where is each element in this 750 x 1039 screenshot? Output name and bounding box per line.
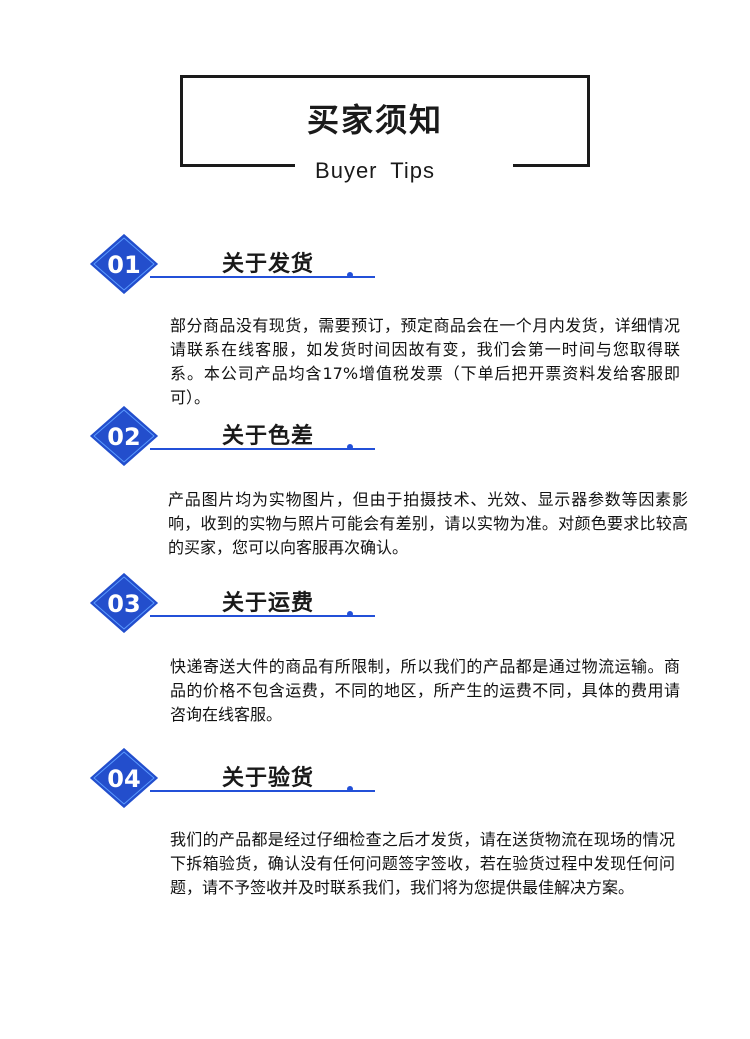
heading-underline [150,790,375,792]
title-frame [180,75,590,167]
section-body: 产品图片均为实物图片，但由于拍摄技术、光效、显示器参数等因素影响，收到的实物与照… [168,490,688,557]
page-title: 买家须知 [306,101,443,139]
frame-bottom-right-line [513,164,590,167]
section-number: 02 [107,423,140,451]
heading-underline [150,448,375,450]
underline-dot [347,272,353,278]
heading-underline [150,276,375,278]
section-heading: 关于色差 [222,424,315,449]
underline-dot [347,444,353,450]
section-heading: 关于发货 [222,252,315,277]
section-number-badge: 01 [90,234,160,294]
page-subtitle: Buyer Tips [315,158,435,183]
section-heading: 关于验货 [222,766,315,791]
frame-top-line [180,75,590,78]
heading-underline [150,615,375,617]
section-number-badge: 02 [90,406,160,466]
frame-bottom-left-line [180,164,295,167]
section-number-badge: 04 [90,748,160,808]
section-heading: 关于运费 [222,591,315,616]
section-number: 04 [107,765,140,793]
underline-dot [347,611,353,617]
underline-dot [347,786,353,792]
section-body: 快递寄送大件的商品有所限制，所以我们的产品都是通过物流运输。商品的价格不包含运费… [170,657,680,724]
section-number-badge: 03 [90,573,160,633]
section-number: 01 [107,251,140,279]
section-body: 我们的产品都是经过仔细检查之后才发货，请在送货物流在现场的情况下拆箱验货，确认没… [170,830,675,897]
frame-left-line [180,75,183,167]
section-body: 部分商品没有现货，需要预订，预定商品会在一个月内发货，详细情况请联系在线客服，如… [170,316,680,407]
section-number: 03 [107,590,140,618]
frame-right-line [587,75,590,167]
